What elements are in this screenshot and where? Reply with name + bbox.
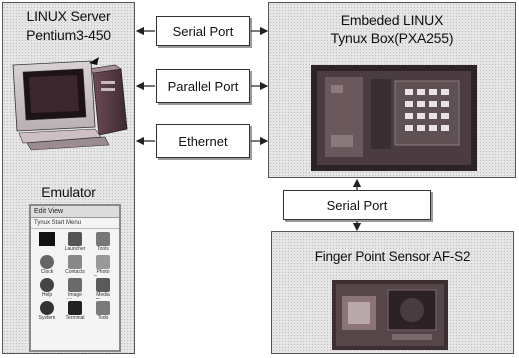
parallel-port-box: Parallel Port xyxy=(156,69,250,103)
app-icon-label: Tools xyxy=(97,246,109,252)
emulator-device: Edit View Tynux Start Menu Launcher Tool… xyxy=(29,204,121,352)
app-icon[interactable] xyxy=(34,232,60,253)
finger-sensor-panel: Finger Point Sensor AF-S2 xyxy=(271,231,514,354)
app-icon[interactable]: System xyxy=(34,301,60,322)
app-icon[interactable]: Tools xyxy=(90,232,116,253)
app-icon-label: System xyxy=(38,315,56,321)
emulator-label: Emulator xyxy=(41,184,96,200)
emulator-icon-grid: Launcher Tools Clock Contacts Photo Brow… xyxy=(31,229,119,325)
app-icon-label: Launcher xyxy=(64,246,86,252)
emulator-folder-title: Tynux Start Menu xyxy=(31,218,119,229)
app-icon[interactable]: Image Viewer xyxy=(62,278,88,299)
app-icon[interactable]: Launcher xyxy=(62,232,88,253)
finger-sensor-photo xyxy=(332,280,448,350)
linux-server-title-line2: Pentium3-450 xyxy=(26,27,111,43)
app-icon[interactable]: Photo Browser xyxy=(90,255,116,276)
app-icon[interactable]: Help xyxy=(34,278,60,299)
tynux-box-panel: Embeded LINUX Tynux Box(PXA255) xyxy=(268,2,516,178)
app-icon-label: Image Viewer xyxy=(67,292,82,299)
serial-port-bottom-box: Serial Port xyxy=(283,190,431,220)
linux-server-panel: LINUX Server Pentium3-450 Emulator Edit … xyxy=(2,2,135,354)
computer-illustration xyxy=(12,57,128,151)
ethernet-box: Ethernet xyxy=(156,124,250,158)
serial-port-box: Serial Port xyxy=(156,16,250,46)
app-icon[interactable]: Contacts xyxy=(62,255,88,276)
tynux-box-title-line1: Embeded LINUX xyxy=(340,12,444,28)
app-icon-label: Todo xyxy=(97,315,109,321)
app-icon[interactable]: Todo xyxy=(90,301,116,322)
app-icon[interactable]: Media Player xyxy=(90,278,116,299)
finger-sensor-title: Finger Point Sensor AF-S2 xyxy=(314,249,471,264)
emulator-menubar: Edit View xyxy=(31,206,119,218)
app-icon-label: Help xyxy=(41,292,53,298)
app-icon-label: Photo Browser xyxy=(94,269,112,276)
linux-server-title-line1: LINUX Server xyxy=(26,8,111,24)
app-icon-label: Media Player xyxy=(96,292,110,299)
app-icon[interactable]: Clock xyxy=(34,255,60,276)
app-icon[interactable]: Terminal xyxy=(62,301,88,322)
app-icon-label: Contacts xyxy=(65,269,85,275)
app-icon-label: Terminal xyxy=(65,315,85,321)
tynux-box-title-line2: Tynux Box(PXA255) xyxy=(330,30,454,46)
app-icon-label: Clock xyxy=(40,269,54,275)
tynux-board-photo xyxy=(311,65,477,171)
